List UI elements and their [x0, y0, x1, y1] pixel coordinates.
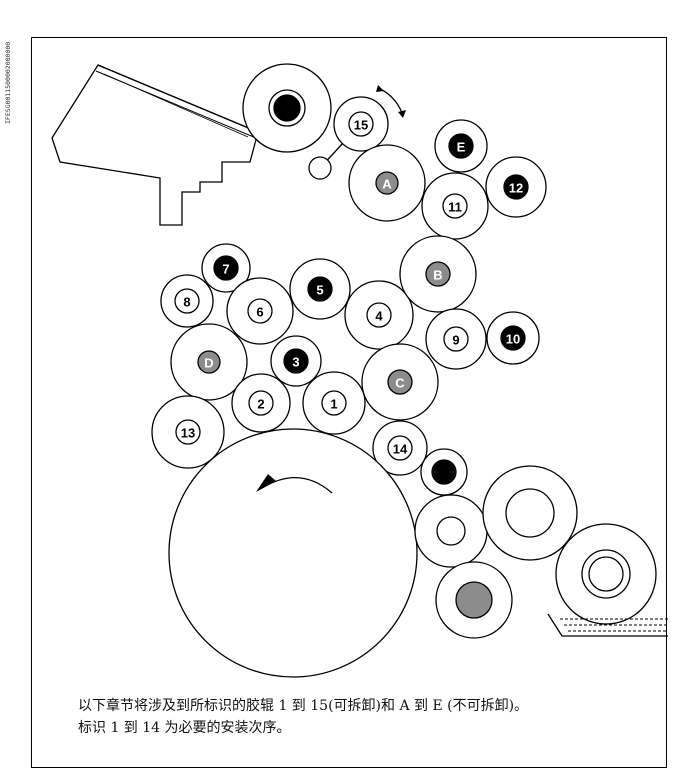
- label-D: D: [204, 356, 213, 371]
- label-5: 5: [316, 283, 323, 298]
- plate-cylinder: [168, 428, 418, 678]
- dampening-roller-left: [414, 494, 488, 568]
- label-7: 7: [222, 262, 229, 277]
- gray-core-roller: [435, 561, 513, 639]
- ink-fountain: [51, 64, 259, 226]
- label-10: 10: [506, 332, 520, 347]
- label-14: 14: [393, 442, 408, 457]
- roller-11: [421, 172, 489, 240]
- caption: 以下章节将涉及到所标识的胶辊 1 到 15(可拆卸)和 A 到 E (不可拆卸)…: [78, 695, 648, 739]
- label-A: A: [382, 177, 392, 192]
- small-black-roller: [420, 448, 468, 496]
- label-8: 8: [183, 295, 190, 310]
- roller-B: [399, 235, 477, 313]
- roller-15-assembly: [308, 85, 406, 180]
- water-pan: [547, 613, 668, 637]
- label-C: C: [395, 376, 405, 391]
- label-12: 12: [509, 181, 523, 196]
- label-3: 3: [292, 355, 299, 370]
- roller-A: [348, 144, 426, 222]
- label-B: B: [433, 268, 442, 283]
- figure-frame: [31, 37, 667, 768]
- label-6: 6: [256, 305, 263, 320]
- roller-7: [201, 243, 251, 293]
- caption-line-1: 以下章节将涉及到所标识的胶辊 1 到 15(可拆卸)和 A 到 E (不可拆卸)…: [78, 698, 529, 714]
- label-4: 4: [375, 309, 383, 324]
- water-pan-roller: [555, 523, 657, 625]
- roller-5: [289, 258, 351, 320]
- fountain-roller: [242, 63, 332, 153]
- roller-9: [425, 308, 487, 370]
- roller-1: [302, 371, 366, 435]
- roller-14: [372, 420, 428, 476]
- label-13: 13: [181, 426, 195, 441]
- label-9: 9: [452, 333, 459, 348]
- label-11: 11: [448, 200, 462, 215]
- label-15: 15: [354, 118, 368, 133]
- roller-D: [170, 323, 248, 401]
- label-1: 1: [330, 397, 337, 412]
- caption-line-2: 标识 1 到 14 为必要的安装次序。: [78, 720, 291, 736]
- roller-10: [486, 311, 540, 365]
- roller-2: [231, 373, 291, 433]
- dampening-roller-large: [482, 465, 578, 561]
- label-E: E: [457, 140, 466, 155]
- label-2: 2: [257, 397, 264, 412]
- roller-13: [151, 395, 225, 469]
- roller-6: [226, 277, 294, 345]
- roller-4: [344, 280, 414, 350]
- roller-3: [270, 335, 322, 387]
- roller-12: [485, 156, 547, 218]
- roller-C: [361, 343, 439, 421]
- roller-8: [160, 274, 214, 328]
- roller-E: [434, 119, 488, 173]
